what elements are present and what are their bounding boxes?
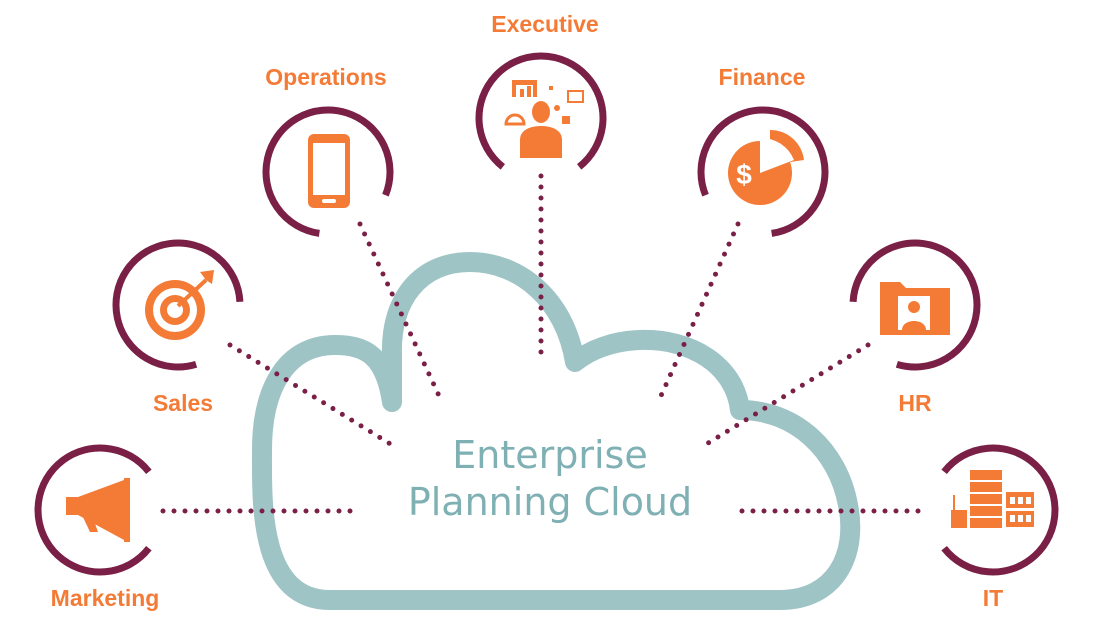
cloud-title-line1: Enterprise xyxy=(452,433,647,477)
cloud-shape xyxy=(251,252,861,610)
connector-sales xyxy=(227,342,395,448)
label-finance: Finance xyxy=(719,64,806,90)
employee-folder-icon xyxy=(880,282,950,335)
target-arrow-icon xyxy=(145,270,214,340)
businessman-dashboard-icon xyxy=(504,80,584,158)
label-it: IT xyxy=(983,585,1003,611)
connectors xyxy=(160,173,929,514)
ring-finance xyxy=(697,106,829,237)
ring-hr xyxy=(849,239,981,371)
megaphone-icon xyxy=(66,478,130,542)
connector-finance xyxy=(657,221,741,401)
dollar-pie-chart-icon: $ xyxy=(728,129,804,205)
label-executive: Executive xyxy=(491,11,598,37)
ring-it xyxy=(941,444,1059,576)
ring-executive xyxy=(475,52,607,170)
label-operations: Operations xyxy=(265,64,386,90)
connector-operations xyxy=(357,221,443,401)
ring-sales xyxy=(112,239,244,371)
ring-operations xyxy=(262,106,394,237)
svg-text:$: $ xyxy=(736,159,752,190)
ring-marketing xyxy=(34,444,152,576)
label-sales: Sales xyxy=(153,390,213,416)
server-rack-icon xyxy=(951,470,1034,528)
label-marketing: Marketing xyxy=(51,585,160,611)
label-hr: HR xyxy=(898,390,932,416)
connector-hr xyxy=(702,342,871,448)
rings xyxy=(34,52,1059,576)
cloud-title-line2: Planning Cloud xyxy=(408,480,692,524)
smartphone-icon xyxy=(308,134,350,208)
